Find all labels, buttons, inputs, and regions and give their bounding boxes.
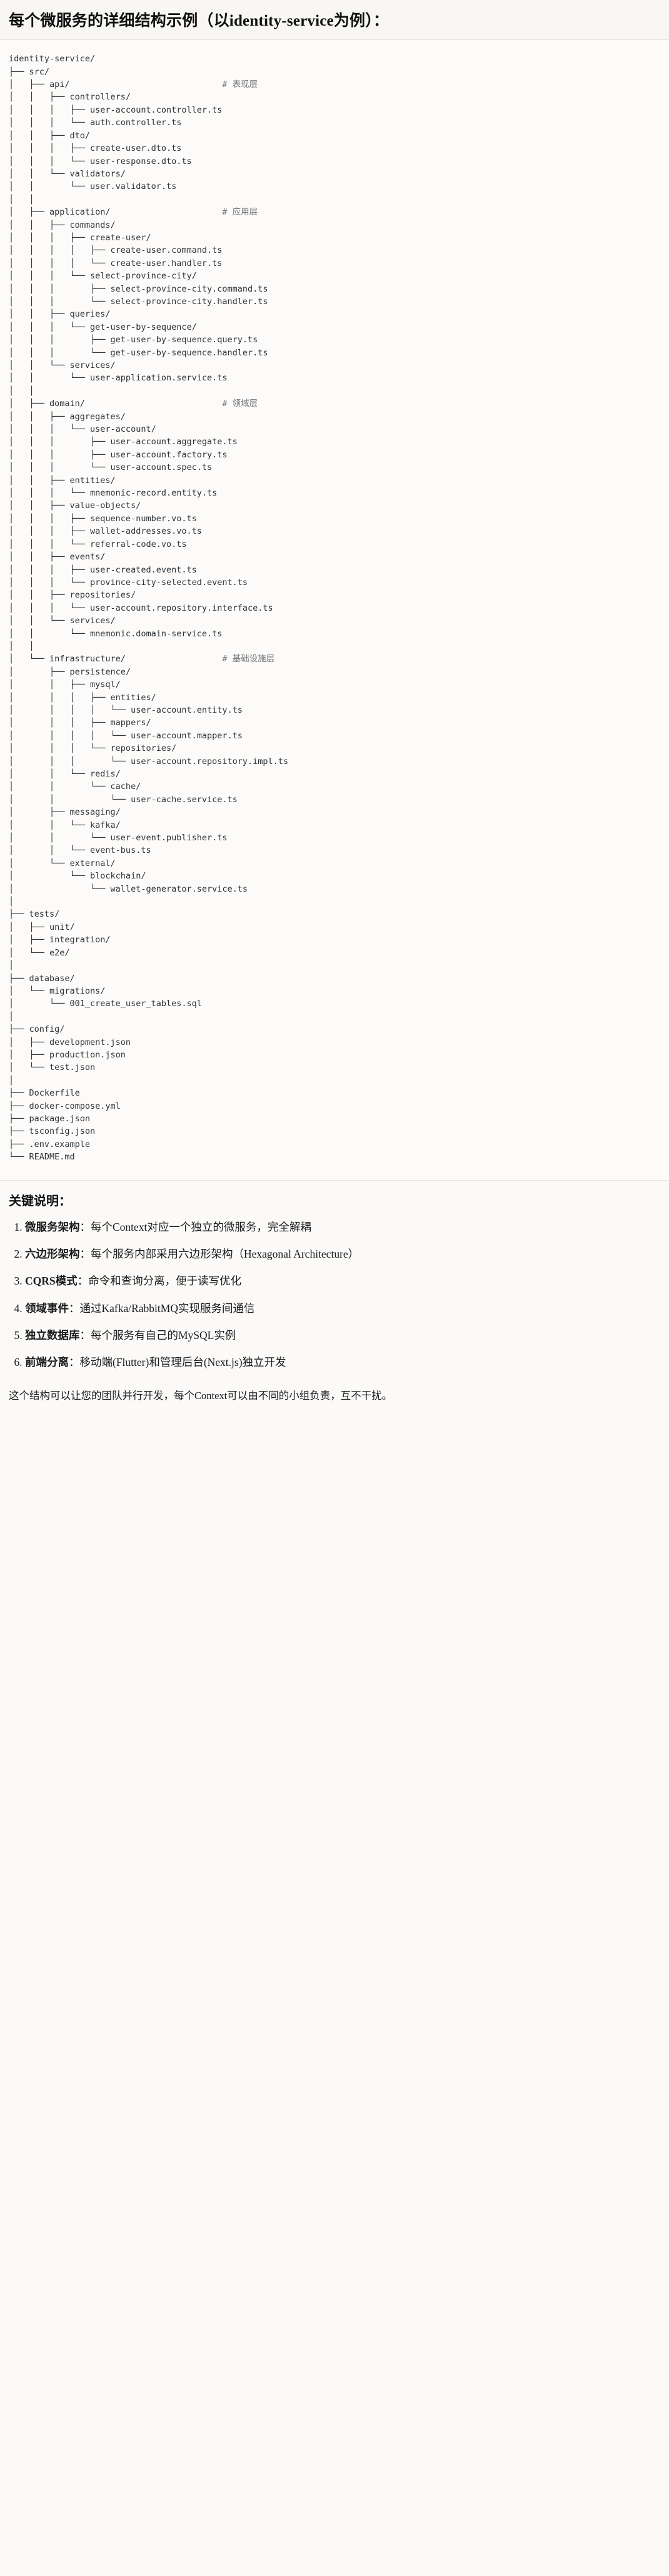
- key-point-separator: ：: [69, 1356, 80, 1369]
- key-point-separator: ：: [79, 1247, 91, 1260]
- key-points-section: 关键说明： 微服务架构：每个Context对应一个独立的微服务，完全解耦 六边形…: [0, 1180, 669, 1385]
- page-title: 每个微服务的详细结构示例（以identity-service为例）：: [9, 13, 390, 29]
- key-point-separator: ：: [79, 1329, 91, 1342]
- directory-tree-block: identity-service/ ├── src/ │ ├── api/ # …: [0, 40, 669, 1181]
- tree-layer-comment: # 表现层: [222, 79, 258, 90]
- key-point-description: 移动端(Flutter)和管理后台(Next.js)独立开发: [79, 1356, 286, 1369]
- document-page: 每个微服务的详细结构示例（以identity-service为例）： ident…: [0, 0, 669, 1415]
- directory-tree: identity-service/ ├── src/ │ ├── api/ # …: [9, 53, 660, 1163]
- key-point-description: 命令和查询分离，便于读写优化: [88, 1275, 242, 1288]
- key-point-description: 每个服务有自己的MySQL实例: [91, 1329, 236, 1342]
- key-points-list: 微服务架构：每个Context对应一个独立的微服务，完全解耦 六边形架构：每个服…: [9, 1219, 660, 1371]
- key-points-heading: 关键说明：: [9, 1194, 71, 1208]
- document-header: 每个微服务的详细结构示例（以identity-service为例）：: [0, 0, 669, 41]
- key-point-term: 独立数据库: [25, 1329, 80, 1342]
- key-point-description: 每个服务内部采用六边形架构（Hexagonal Architecture）: [91, 1247, 360, 1260]
- key-point-description: 每个Context对应一个独立的微服务，完全解耦: [91, 1220, 311, 1233]
- list-item: CQRS模式：命令和查询分离，便于读写优化: [25, 1273, 660, 1289]
- key-point-separator: ：: [79, 1220, 91, 1233]
- list-item: 领域事件：通过Kafka/RabbitMQ实现服务间通信: [25, 1301, 660, 1316]
- tree-layer-comment: # 基础设施层: [222, 654, 275, 664]
- key-point-term: 六边形架构: [25, 1247, 80, 1260]
- key-point-term: 领域事件: [25, 1301, 69, 1315]
- directory-tree-code: identity-service/ ├── src/ │ ├── api/ # …: [9, 54, 289, 1163]
- list-item: 六边形架构：每个服务内部采用六边形架构（Hexagonal Architectu…: [25, 1246, 660, 1262]
- key-point-term: 前端分离: [25, 1356, 69, 1369]
- closing-section: 这个结构可以让您的团队并行开发，每个Context可以由不同的小组负责，互不干扰…: [0, 1384, 669, 1415]
- tree-layer-comment: # 应用层: [222, 207, 258, 218]
- key-point-separator: ：: [69, 1301, 80, 1315]
- list-item: 独立数据库：每个服务有自己的MySQL实例: [25, 1328, 660, 1343]
- key-point-description: 通过Kafka/RabbitMQ实现服务间通信: [79, 1301, 255, 1315]
- list-item: 微服务架构：每个Context对应一个独立的微服务，完全解耦: [25, 1219, 660, 1235]
- key-point-separator: ：: [77, 1275, 89, 1288]
- key-point-term: 微服务架构: [25, 1220, 80, 1233]
- list-item: 前端分离：移动端(Flutter)和管理后台(Next.js)独立开发: [25, 1355, 660, 1370]
- tree-layer-comment: # 领域层: [222, 399, 258, 409]
- key-point-term: CQRS模式: [25, 1275, 78, 1288]
- closing-paragraph: 这个结构可以让您的团队并行开发，每个Context可以由不同的小组负责，互不干扰…: [9, 1389, 393, 1402]
